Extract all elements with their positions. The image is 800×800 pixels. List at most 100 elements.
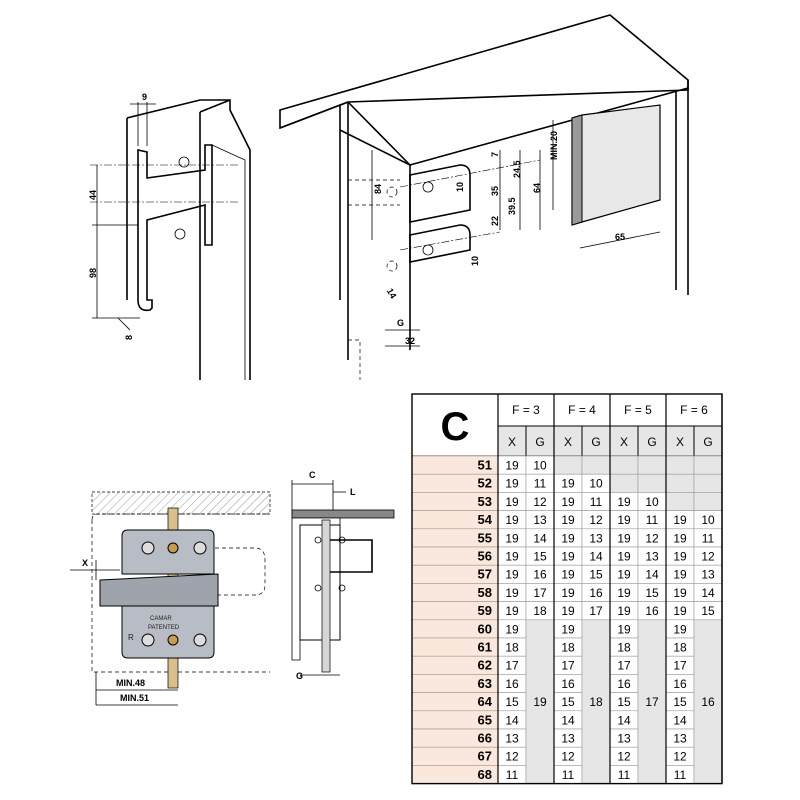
table-cell-value: 19 xyxy=(505,586,519,600)
table-cell-value: 14 xyxy=(533,531,547,545)
table-cell-value: 14 xyxy=(645,568,659,582)
row-label: 65 xyxy=(478,712,492,727)
table-cell-value: 18 xyxy=(617,641,631,655)
table-cell-value: 11 xyxy=(534,477,547,491)
row-label: 68 xyxy=(478,767,492,782)
table-cell-value: 16 xyxy=(589,586,603,600)
table-cell-value: 19 xyxy=(673,586,687,600)
subhead: X xyxy=(564,435,572,449)
table-cell-value: 17 xyxy=(589,604,603,618)
table-cell-value: 19 xyxy=(673,531,687,545)
dim-44: 44 xyxy=(88,190,98,200)
table-cell xyxy=(609,473,639,493)
table-cell-value: 13 xyxy=(673,732,687,746)
dim-98: 98 xyxy=(88,268,98,278)
table-cell-value: 19 xyxy=(505,531,519,545)
row-label: 53 xyxy=(478,494,492,509)
table-cell xyxy=(609,455,639,475)
table-cell-value: 15 xyxy=(561,695,575,709)
table-cell-value: 15 xyxy=(701,604,715,618)
table-cell-value: 17 xyxy=(673,659,687,673)
table-cell-value: 19 xyxy=(561,604,575,618)
table-cell-value: 15 xyxy=(533,550,547,564)
dim-c: C xyxy=(309,470,316,480)
dim-24-5: 24.5 xyxy=(512,160,522,178)
table-cell xyxy=(637,455,667,475)
table-cell-value: 19 xyxy=(617,550,631,564)
table-cell-value: 19 xyxy=(617,586,631,600)
dim-22: 22 xyxy=(490,216,500,226)
table-cell-value: 17 xyxy=(505,659,519,673)
plate-r: R xyxy=(128,633,134,642)
table-cell-value: 13 xyxy=(701,568,715,582)
row-label: 58 xyxy=(478,585,492,600)
table-cell-value: 16 xyxy=(617,677,631,691)
dim-9: 9 xyxy=(142,92,147,102)
dim-8: 8 xyxy=(124,335,134,340)
dim-32: 32 xyxy=(405,336,415,346)
merged-g-cell xyxy=(637,619,667,784)
view-cabinet-top: 84 7 10 35 24.5 64 MIN.20 39.5 22 10 14 … xyxy=(279,14,689,380)
table-cell-value: 18 xyxy=(505,641,519,655)
view-bracket-side: 9 44 98 8 xyxy=(88,92,251,380)
table-cell-value: 19 xyxy=(673,513,687,527)
table-cell-value: 19 xyxy=(561,477,575,491)
table-cell-value: 19 xyxy=(505,604,519,618)
subhead-cell xyxy=(581,425,611,457)
table-cell xyxy=(693,492,723,511)
subhead: G xyxy=(647,435,656,449)
table-cell-value: 17 xyxy=(561,659,575,673)
table-cell-value: 12 xyxy=(617,750,631,764)
table-cell-value: 15 xyxy=(505,695,519,709)
table-cell xyxy=(665,492,695,511)
table-cell-value: 19 xyxy=(617,513,631,527)
dim-84: 84 xyxy=(373,184,383,194)
table-cell-value: 15 xyxy=(589,568,603,582)
table-cell-value: 12 xyxy=(505,750,519,764)
dim-39-5: 39.5 xyxy=(507,197,517,215)
row-label: 59 xyxy=(478,603,492,618)
table-cell-value: 17 xyxy=(533,586,547,600)
table-cell-value: 11 xyxy=(506,768,519,782)
group-header-cell xyxy=(553,393,611,427)
table-cell-value: 13 xyxy=(617,732,631,746)
table-cell-value: 11 xyxy=(702,531,715,545)
table-cell-value: 12 xyxy=(589,513,603,527)
row-label: 55 xyxy=(478,530,492,545)
table-cell-value: 14 xyxy=(617,713,631,727)
table-cell xyxy=(665,455,695,475)
group-header: F = 6 xyxy=(680,403,708,417)
table-cell-value: 12 xyxy=(533,495,547,509)
plate-patented: PATENTED xyxy=(148,625,180,631)
table-cell-value: 19 xyxy=(505,495,519,509)
merged-g-value: 16 xyxy=(701,695,715,709)
table-cell-value: 12 xyxy=(645,531,659,545)
table-cell-value: 13 xyxy=(561,732,575,746)
table-cell-value: 19 xyxy=(673,568,687,582)
subhead: G xyxy=(591,435,600,449)
subhead-cell xyxy=(609,425,639,457)
table-cell-value: 17 xyxy=(617,659,631,673)
group-header: F = 4 xyxy=(568,403,596,417)
table-cell-value: 10 xyxy=(645,495,659,509)
row-label: 61 xyxy=(478,640,492,655)
merged-g-value: 19 xyxy=(533,695,547,709)
dim-65: 65 xyxy=(615,232,625,242)
row-label: 51 xyxy=(478,458,492,473)
subhead: X xyxy=(508,435,516,449)
table-cell-value: 14 xyxy=(561,713,575,727)
dim-x: X xyxy=(82,558,88,568)
dim-min48: MIN.48 xyxy=(116,678,145,688)
table-cell-value: 10 xyxy=(589,477,603,491)
table-cell-value: 14 xyxy=(673,713,687,727)
table-cell-value: 13 xyxy=(589,531,603,545)
merged-g-value: 18 xyxy=(589,695,603,709)
table-cell-value: 11 xyxy=(562,768,575,782)
row-label: 57 xyxy=(478,567,492,582)
dim-min51: MIN.51 xyxy=(120,693,149,703)
row-label: 66 xyxy=(478,731,492,746)
row-label: 52 xyxy=(478,476,492,491)
table-cell-value: 14 xyxy=(505,713,519,727)
